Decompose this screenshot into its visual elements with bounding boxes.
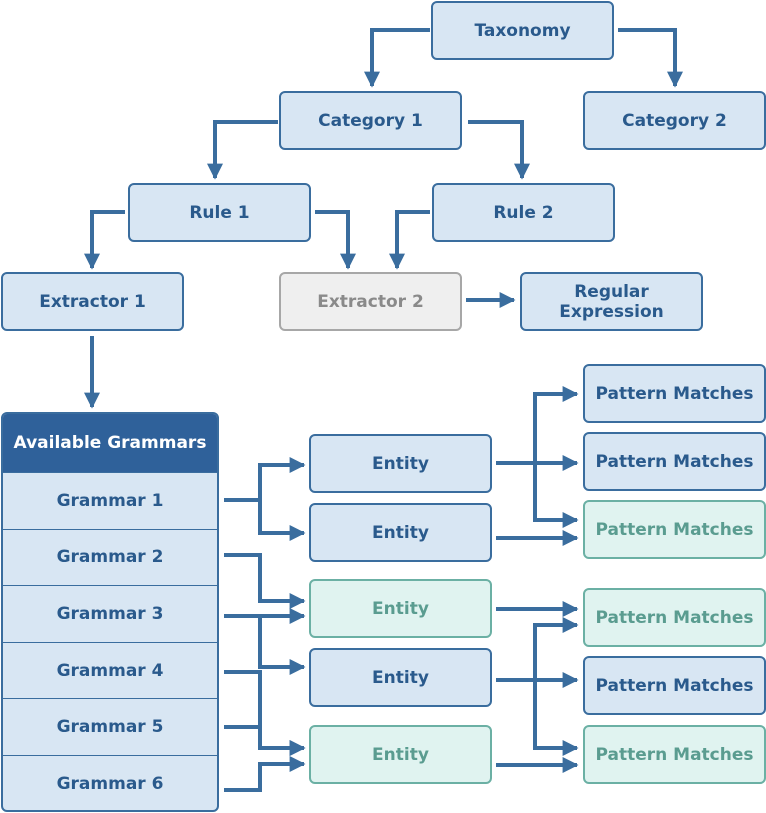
grammar-item: Grammar 5 (3, 698, 217, 755)
edge-entity1-pm1 (496, 386, 579, 465)
extractor-2-node: Extractor 2 (279, 272, 462, 331)
edge-grammar1-entity1 (224, 457, 306, 502)
grammar-item: Grammar 3 (3, 585, 217, 642)
extractor-1-node: Extractor 1 (1, 272, 184, 331)
extractor-2-label: Extractor 2 (317, 291, 424, 312)
rule-1-label: Rule 1 (189, 202, 250, 223)
edge-taxonomy-category2 (618, 28, 683, 88)
rule-2-label: Rule 2 (493, 202, 554, 223)
entity-label: Entity (372, 744, 429, 765)
category-1-node: Category 1 (279, 91, 462, 150)
edge-grammar5-entity5 (224, 725, 306, 756)
grammar-item: Grammar 6 (3, 754, 217, 810)
edge-rule1-extractor2 (315, 210, 356, 270)
edge-grammar6-entity5 (224, 756, 306, 792)
rule-2-node: Rule 2 (432, 183, 615, 242)
available-grammars-header: Available Grammars (3, 414, 217, 472)
entity-label: Entity (372, 522, 429, 543)
edge-grammar3-entity4 (224, 614, 306, 675)
regular-expression-node: Regular Expression (520, 272, 703, 331)
edge-entity4-pm4 (496, 617, 579, 682)
pattern-matches-node: Pattern Matches (583, 725, 766, 784)
taxonomy-node: Taxonomy (431, 1, 614, 60)
edge-entity4-pm6 (496, 678, 579, 756)
category-2-label: Category 2 (622, 110, 727, 131)
edge-taxonomy-category1 (364, 28, 430, 88)
pattern-matches-label: Pattern Matches (595, 607, 754, 628)
grammar-item: Grammar 2 (3, 528, 217, 586)
pattern-matches-node: Pattern Matches (583, 588, 766, 647)
edge-grammar4-entity5 (224, 670, 306, 756)
pattern-matches-node: Pattern Matches (583, 364, 766, 423)
edge-grammar2-entity3 (224, 553, 306, 609)
entity-label: Entity (372, 598, 429, 619)
entity-node: Entity (309, 434, 492, 493)
pattern-matches-label: Pattern Matches (595, 383, 754, 404)
entity-label: Entity (372, 667, 429, 688)
pattern-matches-label: Pattern Matches (595, 519, 754, 540)
extractor-1-label: Extractor 1 (39, 291, 146, 312)
pattern-matches-label: Pattern Matches (595, 744, 754, 765)
grammar-item: Grammar 4 (3, 641, 217, 699)
edge-entity1-pm3 (496, 461, 579, 528)
pattern-matches-node: Pattern Matches (583, 500, 766, 559)
pattern-matches-label: Pattern Matches (595, 675, 754, 696)
edge-rule1-extractor1 (84, 210, 125, 270)
category-2-node: Category 2 (583, 91, 766, 150)
taxonomy-label: Taxonomy (474, 20, 571, 41)
entity-node: Entity (309, 579, 492, 638)
entity-node: Entity (309, 503, 492, 562)
grammar-item: Grammar 1 (3, 472, 217, 529)
edge-category1-rule1 (207, 120, 278, 180)
rule-1-node: Rule 1 (128, 183, 311, 242)
edge-category1-rule2 (468, 120, 530, 180)
entity-node: Entity (309, 648, 492, 707)
pattern-matches-node: Pattern Matches (583, 656, 766, 715)
regular-expression-label: Regular Expression (559, 281, 664, 322)
pattern-matches-node: Pattern Matches (583, 432, 766, 491)
edge-grammar1-entity2 (224, 498, 306, 541)
available-grammars-panel: Available Grammars Grammar 1 Grammar 2 G… (1, 412, 219, 812)
entity-label: Entity (372, 453, 429, 474)
entity-node: Entity (309, 725, 492, 784)
category-1-label: Category 1 (318, 110, 423, 131)
edge-rule2-extractor2 (389, 210, 430, 270)
pattern-matches-label: Pattern Matches (595, 451, 754, 472)
